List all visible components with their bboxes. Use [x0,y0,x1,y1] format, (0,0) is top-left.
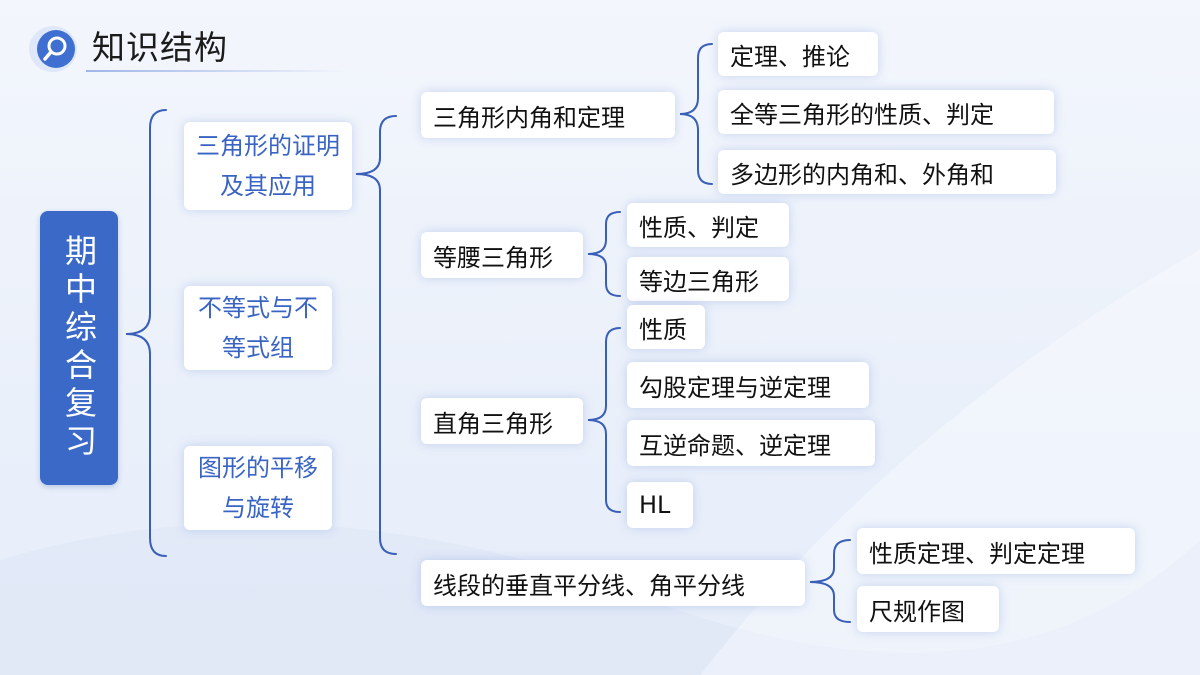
l2-node-zhijiao: 直角三角形 [421,398,583,444]
brace-root [125,109,167,557]
brace-xianduan [809,539,851,623]
l3-node: 多边形的内角和、外角和 [718,150,1056,194]
l2-node-neijiao: 三角形内角和定理 [421,92,675,138]
brace-neijiao [679,43,713,185]
root-node: 期中综合复习 [40,211,118,485]
root-label: 期中综合复习 [60,234,98,462]
page-title: 知识结构 [92,28,228,67]
l3-node: 互逆命题、逆定理 [627,420,875,466]
brace-dengyao [587,211,621,297]
magnifier-icon [29,26,77,72]
title-underline [86,70,346,72]
l3-node: 等边三角形 [627,257,789,301]
l1-label: 三角形的证明及其应用 [196,132,340,200]
l1-label: 图形的平移与旋转 [198,454,318,522]
brace-zhijiao [587,327,621,513]
l2-node-dengyao: 等腰三角形 [421,232,583,278]
l1-label: 不等式与不等式组 [198,294,318,362]
l3-node: 定理、推论 [718,32,878,76]
l3-node: 性质定理、判定定理 [857,528,1135,574]
brace-triangle [355,115,397,555]
l1-node-triangle: 三角形的证明及其应用 [184,122,352,210]
l1-node-transform: 图形的平移与旋转 [184,446,332,530]
l1-node-inequality: 不等式与不等式组 [184,286,332,370]
l3-node: 性质、判定 [627,203,789,247]
l2-node-xianduan: 线段的垂直平分线、角平分线 [421,560,805,606]
l3-node: 尺规作图 [857,586,999,632]
l3-node: 性质 [627,305,705,349]
l3-node: 勾股定理与逆定理 [627,362,869,408]
l3-node: HL [627,482,693,528]
l3-node: 全等三角形的性质、判定 [718,90,1054,134]
